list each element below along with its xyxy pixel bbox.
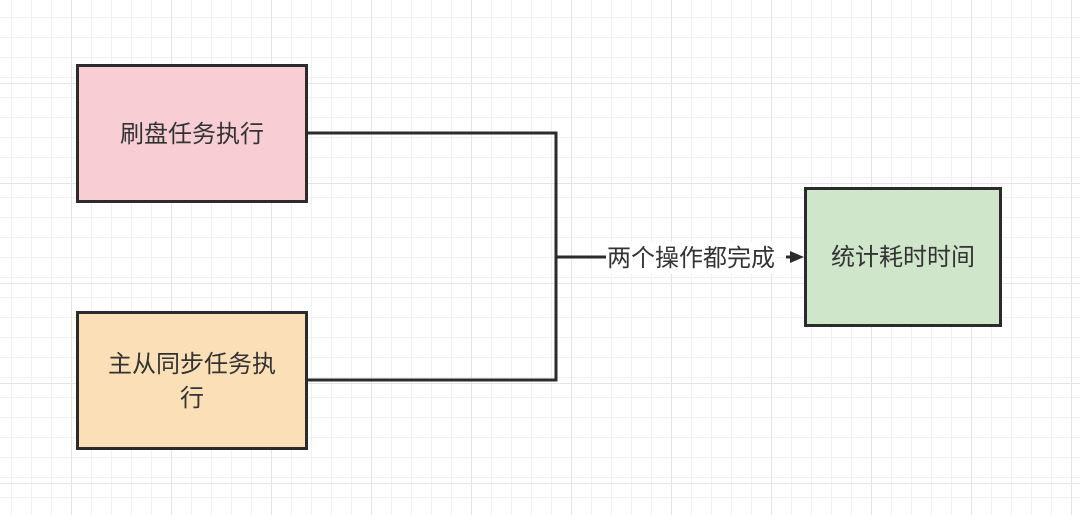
sync-task-label: 主从同步任务执行 xyxy=(108,349,276,412)
flush-task-label: 刷盘任务执行 xyxy=(120,119,264,148)
edge-label: 两个操作都完成 xyxy=(606,242,776,274)
arrowhead xyxy=(790,251,804,263)
flush-task-node[interactable]: 刷盘任务执行 xyxy=(76,64,308,203)
connector-flush xyxy=(308,131,558,257)
sync-task-node[interactable]: 主从同步任务执行 xyxy=(76,311,308,450)
stat-time-label: 统计耗时时间 xyxy=(831,243,975,271)
stat-time-node[interactable]: 统计耗时时间 xyxy=(804,187,1002,327)
connector-sync xyxy=(308,257,558,382)
